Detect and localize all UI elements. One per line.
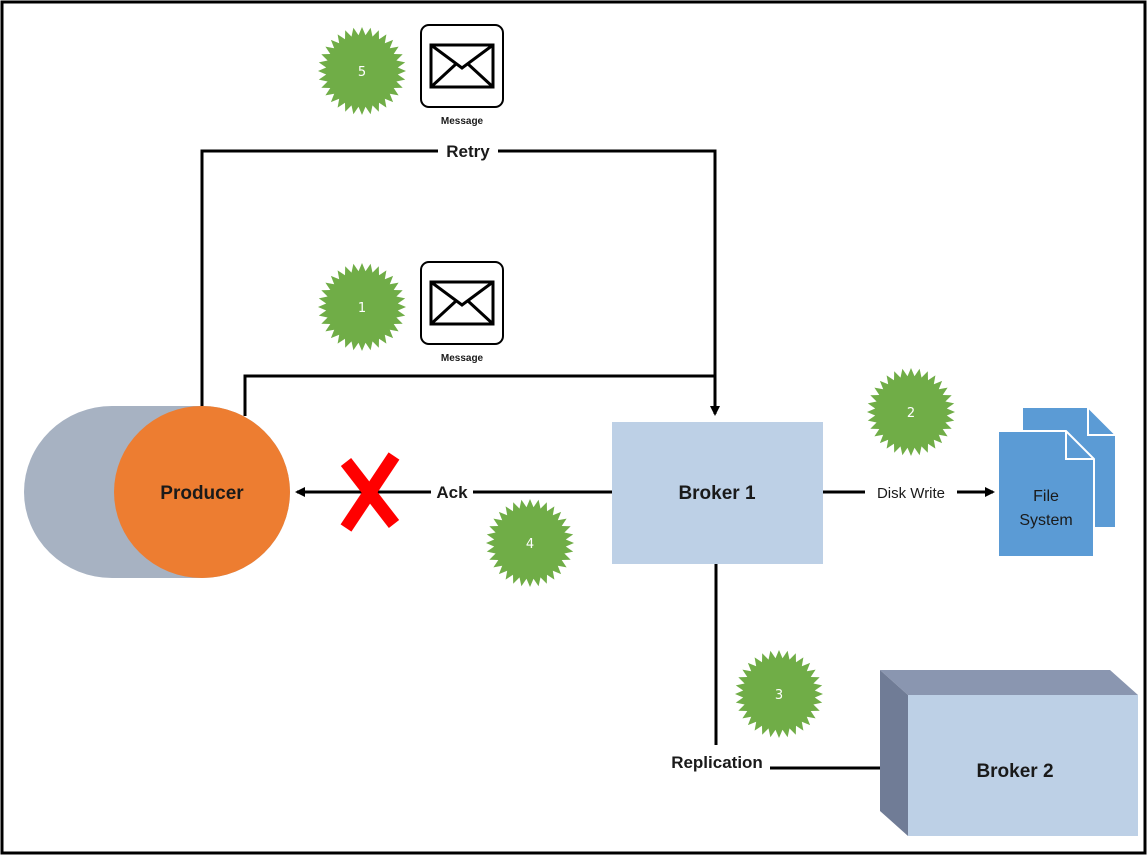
broker2-top-face [880,670,1138,695]
ack-label-bg [431,481,473,503]
broker1-label: Broker 1 [678,483,756,504]
broker2-label: Broker 2 [976,761,1053,782]
broker2-side-face [880,670,908,836]
ack-label: Ack [436,483,468,502]
retry-label-bg [438,140,498,162]
step-number: 3 [775,688,783,703]
step-badge-4: 4 [486,499,574,587]
step-badges: 5 1 2 4 3 [318,27,955,738]
message-top: Message [420,24,504,127]
document-stack-icon [997,406,1117,558]
send-connector [243,374,715,416]
step-number: 1 [358,301,366,316]
message-label: Message [441,353,484,364]
producer-cylinder-face [114,406,290,578]
broker1-node: Broker 1 [612,422,823,564]
step-badge-3: 3 [735,650,823,738]
replication-label: Replication [671,753,763,772]
step-badge-5: 5 [318,27,406,115]
red-x-icon [340,452,400,532]
producer-label: Producer [160,483,244,504]
broker2-node: Broker 2 [880,670,1138,836]
disk-write-label-bg [865,481,957,503]
retry-label: Retry [446,142,490,161]
file-system-label-line2: System [1019,512,1072,529]
step-badge-1: 1 [318,263,406,351]
producer-node: Producer [24,406,290,578]
broker2-front-face [908,695,1138,836]
step-badge-2: 2 [867,368,955,456]
file-system-node: File System [997,406,1117,558]
file-system-label-line1: File [1033,488,1059,505]
step-number: 5 [358,65,366,80]
message-middle: Message [420,261,504,364]
broker1-box [612,422,823,564]
step-number: 2 [907,406,915,421]
message-label: Message [441,116,484,127]
step-number: 4 [526,537,534,552]
disk-write-label: Disk Write [877,485,945,502]
